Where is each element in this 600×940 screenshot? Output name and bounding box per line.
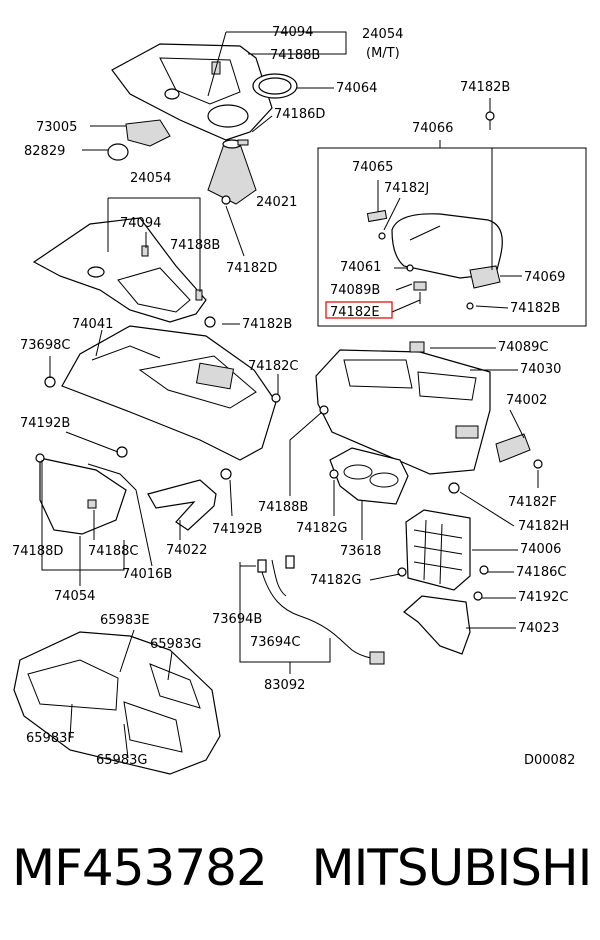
callout-label-l39: 73618 [340, 544, 381, 559]
part-65983-floor-console [13, 631, 221, 775]
callout-label-l21: 74182E [330, 305, 380, 320]
parts-diagram: 74094 24054 (M/T) 74188B 74064 74182B 74186D 73… [12, 25, 587, 775]
callout-label-l2: 24054 [362, 27, 403, 42]
callout-label-l15: 74094 [120, 216, 161, 231]
part-number: MF453782 [12, 839, 268, 897]
callout-label-l20: 74089B [330, 283, 380, 298]
part-24021-shift-boot [207, 139, 257, 205]
callout-label-l19: 74069 [524, 270, 565, 285]
callout-label-l7: 74186D [274, 107, 325, 122]
callout-label-l25: 73698C [20, 338, 70, 353]
leader-lines [41, 31, 539, 759]
callout-label-l13: 74182J [384, 181, 429, 196]
part-74023-bracket [403, 595, 471, 655]
brand-name: MITSUBISHI [311, 839, 592, 897]
callout-label-l44: 74054 [54, 589, 95, 604]
callout-label-l48: 74023 [518, 621, 559, 636]
callout-label-l31: 74182F [508, 495, 557, 510]
callout-label-l42: 74182G [310, 573, 361, 588]
callout-label-l50: 65983G [150, 637, 201, 652]
callout-labels: 74094 24054 (M/T) 74188B 74064 74182B 74186D 73… [12, 25, 575, 768]
part-74006-box [405, 509, 471, 591]
footer: MF453782 MITSUBISHI [12, 836, 592, 900]
callout-label-l54: D00082 [524, 753, 575, 768]
callout-label-l9: 74066 [412, 121, 453, 136]
callout-label-l16: 74188B [170, 238, 220, 253]
part-74002-insert [495, 433, 531, 463]
callout-label-l3: (M/T) [366, 46, 400, 61]
part-74064-trim-ring [252, 73, 298, 99]
part-74041-console-body [61, 325, 277, 461]
callout-label-l51: 83092 [264, 678, 305, 693]
callout-label-l36: 74188D [12, 544, 63, 559]
callout-label-l27: 74182C [248, 359, 298, 374]
callout-label-l40: 74006 [520, 542, 561, 557]
highlight-box [325, 301, 393, 319]
callout-label-l10: 82829 [24, 144, 65, 159]
callout-label-l53: 65983G [96, 753, 147, 768]
part-24054-mt-cover [111, 43, 273, 141]
callout-label-l14: 24021 [256, 195, 297, 210]
part-74054-side-panel [39, 457, 137, 535]
part-74066-armrest-lid [317, 147, 587, 327]
callout-label-l47: 65983E [100, 613, 150, 628]
callout-label-l8: 73005 [36, 120, 77, 135]
callout-label-l34: 74192B [212, 522, 262, 537]
callout-label-l26: 74089C [498, 340, 548, 355]
callout-label-l37: 74188C [88, 544, 138, 559]
callout-label-l32: 74188B [258, 500, 308, 515]
part-83092-harness [257, 555, 385, 665]
callout-label-l23: 74041 [72, 317, 113, 332]
callout-label-l43: 74186C [516, 565, 566, 580]
callout-label-l6: 74182B [460, 80, 510, 95]
callout-label-l11: 74065 [352, 160, 393, 175]
callout-label-l29: 74002 [506, 393, 547, 408]
callout-label-l33: 74182H [518, 519, 569, 534]
callout-label-l35: 74182G [296, 521, 347, 536]
callout-label-l46: 73694B [212, 612, 262, 627]
callout-label-l22: 74182B [510, 301, 560, 316]
part-74022-bracket [147, 479, 217, 531]
callout-label-l1: 74094 [272, 25, 313, 40]
fasteners [35, 111, 543, 601]
callout-label-l52: 65983F [26, 731, 75, 746]
callout-label-l41: 74016B [122, 567, 172, 582]
callout-label-l12: 24054 [130, 171, 171, 186]
callout-label-l38: 74022 [166, 543, 207, 558]
part-73005-switch [125, 119, 171, 147]
callout-label-l4: 74188B [270, 48, 320, 63]
callout-label-l28: 74030 [520, 362, 561, 377]
part-74030-rear-console [315, 349, 491, 475]
callout-label-l45: 74192C [518, 590, 568, 605]
part-24054-lower-cover [32, 217, 207, 323]
callout-label-l17: 74061 [340, 260, 381, 275]
callout-label-l18: 74182D [226, 261, 277, 276]
callout-label-l24: 74182B [242, 317, 292, 332]
callout-label-l5: 74064 [336, 81, 377, 96]
callout-label-l49: 73694C [250, 635, 300, 650]
callout-label-l30: 74192B [20, 416, 70, 431]
part-73618-tray [329, 447, 409, 505]
footer-spacer [267, 839, 312, 897]
part-82829-plug [107, 143, 129, 161]
